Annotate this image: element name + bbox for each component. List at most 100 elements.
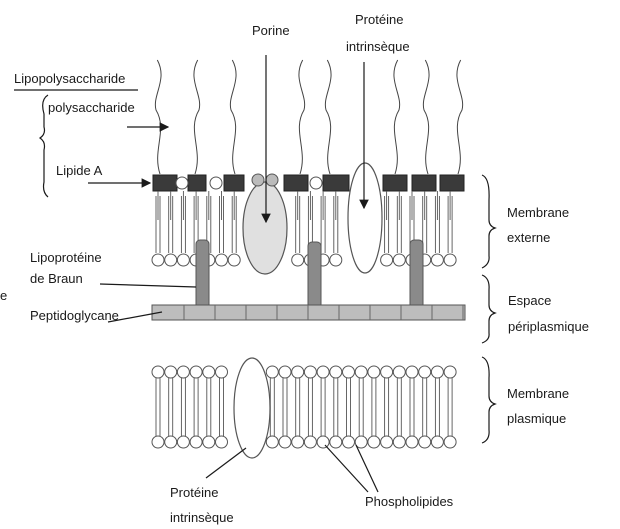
- plasma-phospholipid-head: [381, 366, 393, 378]
- espace-label-line1: Espace: [508, 293, 551, 308]
- edge-letter: e: [0, 288, 7, 303]
- plasma-phospholipid-head: [190, 436, 202, 448]
- plasma-phospholipid-head: [343, 366, 355, 378]
- plasma-phospholipid-head: [304, 366, 316, 378]
- lipid-a-block: [383, 175, 407, 191]
- porin: [243, 182, 287, 274]
- plasma-phospholipid-head: [330, 366, 342, 378]
- peptidoglycan-layer: [152, 305, 465, 320]
- phospholipides-pointer: [356, 445, 378, 492]
- lipid-a-layer: [153, 175, 464, 191]
- plasma-phospholipid-head: [292, 436, 304, 448]
- plasma-phospholipid-head: [406, 366, 418, 378]
- plasma-phospholipid-head: [203, 366, 215, 378]
- phospholipides-label: Phospholipides: [365, 494, 454, 509]
- outer-phospholipid-head: [393, 254, 405, 266]
- outer-phospholipid-head: [330, 254, 342, 266]
- plasma-phospholipid-head: [419, 436, 431, 448]
- plasma-phospholipid-head: [279, 436, 291, 448]
- lps-bracket: [40, 95, 48, 197]
- plasma-phospholipid-head: [406, 436, 418, 448]
- outer-phospholipid-head: [431, 254, 443, 266]
- polysaccharide-chain: [457, 60, 463, 174]
- lipoproteine-label-line1: Lipoprotéine: [30, 250, 102, 265]
- lipid-a-block: [323, 175, 349, 191]
- plasma-phospholipid-head: [431, 436, 443, 448]
- plasma-membrane-tails: [156, 378, 452, 436]
- braun-lipoprotein: [196, 240, 209, 313]
- lipid-a-block: [412, 175, 436, 191]
- polysaccharide-label: polysaccharide: [48, 100, 135, 115]
- outer-top-head: [176, 177, 188, 189]
- plasma-phospholipid-head: [419, 366, 431, 378]
- membrane-plasmique-label-line1: Membrane: [507, 386, 569, 401]
- plasma-membrane-heads: [152, 366, 456, 448]
- espace-bracket: [482, 275, 495, 343]
- peptidoglycane-label: Peptidoglycane: [30, 308, 119, 323]
- outer-top-head: [210, 177, 222, 189]
- lipide-a-label: Lipide A: [56, 163, 103, 178]
- plasma-phospholipid-head: [279, 366, 291, 378]
- plasma-phospholipid-head: [152, 436, 164, 448]
- labels: Porine Protéine intrinsèque Lipopolysacc…: [0, 12, 589, 525]
- plasma-phospholipid-head: [190, 366, 202, 378]
- plasma-phospholipid-head: [368, 436, 380, 448]
- membrane-plasmique-label-line2: plasmique: [507, 411, 566, 426]
- polysaccharide-chain: [299, 60, 305, 174]
- plasma-phospholipid-head: [165, 366, 177, 378]
- membrane-externe-label-line2: externe: [507, 230, 550, 245]
- outer-phospholipid-head: [152, 254, 164, 266]
- lipoproteine-line: [100, 284, 196, 287]
- lps-label: Lipopolysaccharide: [14, 71, 125, 86]
- espace-label-line2: périplasmique: [508, 319, 589, 334]
- plasma-phospholipid-head: [393, 436, 405, 448]
- lipid-a-block: [284, 175, 308, 191]
- outer-phospholipid-head: [216, 254, 228, 266]
- outer-protein-label-line2: intrinsèque: [346, 39, 410, 54]
- polysaccharide-chain: [194, 60, 200, 174]
- plasma-phospholipid-head: [177, 366, 189, 378]
- plasma-phospholipid-head: [165, 436, 177, 448]
- inner-protein-label-line2: intrinsèque: [170, 510, 234, 525]
- lipid-a-block: [440, 175, 464, 191]
- porin-subunit: [266, 174, 278, 186]
- plasma-phospholipid-head: [152, 366, 164, 378]
- outer-phospholipid-head: [292, 254, 304, 266]
- inner-protein-pointer: [206, 448, 246, 478]
- plasma-phospholipid-head: [317, 366, 329, 378]
- outer-phospholipid-head: [444, 254, 456, 266]
- outer-intrinsic-protein: [348, 163, 382, 273]
- plasma-phospholipid-head: [444, 366, 456, 378]
- outer-protein-label-line1: Protéine: [355, 12, 403, 27]
- plasma-phospholipid-head: [266, 366, 278, 378]
- polysaccharide-chain: [230, 60, 236, 174]
- plasma-phospholipid-head: [431, 366, 443, 378]
- polysaccharide-chain: [423, 60, 429, 174]
- plasma-phospholipid-head: [266, 436, 278, 448]
- plasma-phospholipid-head: [368, 366, 380, 378]
- membrane-externe-bracket: [482, 175, 495, 268]
- outer-phospholipid-head: [177, 254, 189, 266]
- polysaccharide-chain: [394, 60, 400, 174]
- braun-lipoprotein: [410, 240, 423, 313]
- porin-subunit: [252, 174, 264, 186]
- outer-phospholipid-head: [228, 254, 240, 266]
- lipoproteine-label-line2: de Braun: [30, 271, 83, 286]
- plasma-phospholipid-head: [393, 366, 405, 378]
- plasma-phospholipid-head: [330, 436, 342, 448]
- membrane-externe-label-line1: Membrane: [507, 205, 569, 220]
- plasma-membrane: [152, 358, 456, 458]
- outer-phospholipid-head: [381, 254, 393, 266]
- plasma-phospholipid-head: [216, 366, 228, 378]
- plasma-phospholipid-head: [355, 366, 367, 378]
- outer-top-head: [310, 177, 322, 189]
- polysaccharide-chain: [155, 60, 161, 174]
- plasma-phospholipid-head: [317, 436, 329, 448]
- plasma-phospholipid-head: [304, 436, 316, 448]
- plasma-phospholipid-head: [381, 436, 393, 448]
- inner-intrinsic-protein: [234, 358, 270, 458]
- membrane-plasmique-bracket: [482, 357, 495, 443]
- plasma-phospholipid-head: [216, 436, 228, 448]
